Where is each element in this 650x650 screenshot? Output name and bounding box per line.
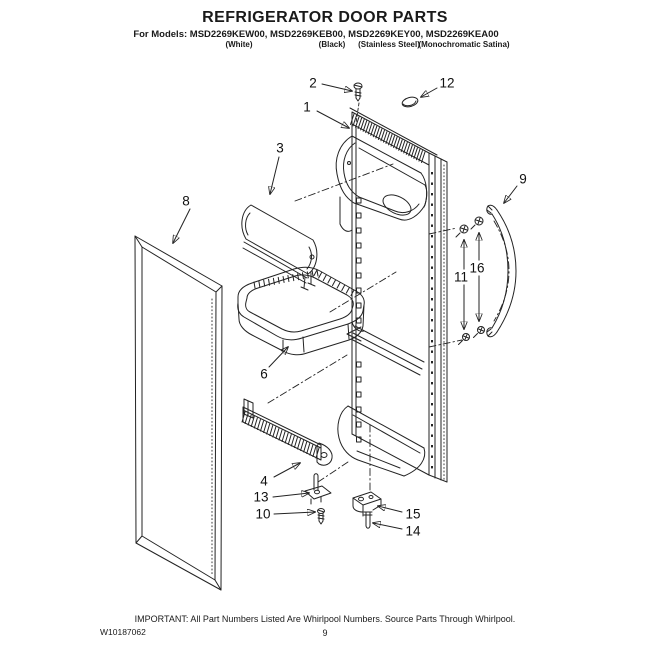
top-screw (353, 82, 363, 124)
leader-line-10 (273, 512, 315, 514)
leader-line-6 (268, 347, 288, 368)
callout-label-2: 2 (309, 76, 317, 91)
leader-line-13 (272, 493, 309, 498)
utility-cover (241, 204, 318, 291)
hinge-pin-upper (304, 473, 332, 505)
label-backing-16 (468, 260, 486, 276)
callout-label-8: 8 (182, 194, 190, 209)
page-number: 9 (322, 628, 328, 638)
callout-label-16: 16 (469, 261, 484, 276)
hatching-decor (241, 113, 433, 469)
callout-label-12: 12 (439, 76, 454, 91)
leader-line-15 (378, 506, 403, 513)
callout-label-4: 4 (260, 474, 268, 489)
leader-line-4 (273, 463, 300, 478)
leader-line-2 (321, 83, 352, 91)
important-note: IMPORTANT: All Part Numbers Listed Are W… (134, 614, 516, 624)
door-handle (486, 204, 517, 338)
door-gasket (134, 235, 223, 591)
leader-line-12 (421, 87, 438, 97)
callout-label-1: 1 (303, 100, 311, 115)
finish-stainless: (Stainless Steel) (358, 40, 420, 49)
callout-label-6: 6 (260, 367, 268, 382)
door-bin (237, 266, 365, 356)
callout-label-10: 10 (255, 507, 270, 522)
label-backing-11 (452, 269, 470, 285)
hinge-bracket (352, 491, 382, 517)
screw-4 (473, 326, 485, 338)
finish-satina: (Monochromatic Satina) (418, 40, 510, 49)
models-line: For Models: MSD2269KEW00, MSD2269KEB00, … (133, 29, 499, 40)
screw-3 (458, 333, 470, 345)
shelf-rail (242, 398, 333, 466)
leader-line-14 (373, 523, 403, 530)
finish-black: (Black) (318, 40, 346, 49)
leader-line-1 (316, 110, 349, 128)
leader-line-9 (504, 185, 518, 203)
leader-line-8 (173, 208, 191, 243)
callout-label-11: 11 (454, 270, 468, 285)
page-title: REFRIGERATOR DOOR PARTS (202, 9, 448, 26)
leader-line-3 (270, 156, 280, 194)
callout-label-9: 9 (519, 172, 527, 187)
callout-label-13: 13 (253, 490, 268, 505)
handle-screws (455, 216, 485, 345)
callout-label-3: 3 (276, 141, 284, 156)
callout-label-14: 14 (405, 524, 421, 539)
doc-number: W10187062 (100, 627, 146, 637)
hinge-pin-lower (363, 511, 373, 529)
hole-plug (401, 96, 419, 108)
callout-label-15: 15 (405, 507, 420, 522)
finish-white: (White) (225, 40, 253, 49)
screw-2 (470, 216, 484, 230)
hinge-screw (317, 508, 325, 525)
screw-1 (455, 224, 469, 238)
